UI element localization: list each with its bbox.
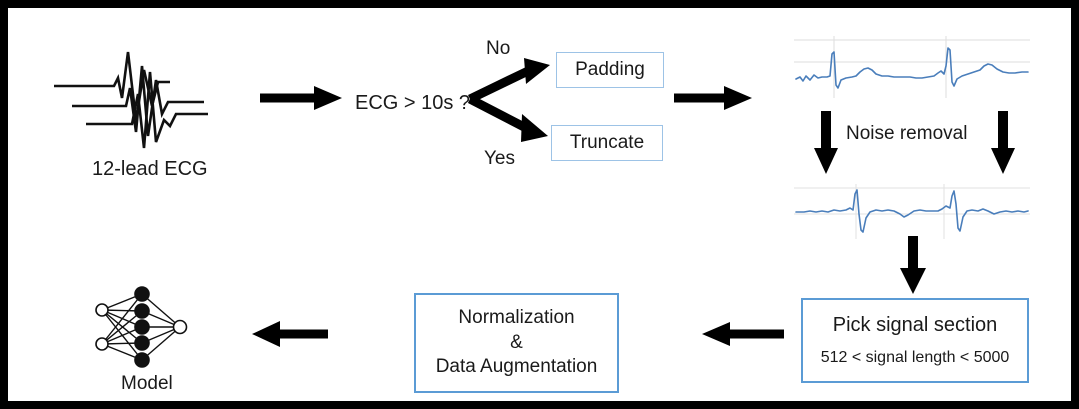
arrow-noise-removal-left: [814, 111, 838, 174]
ecg-signal-noisy-plot: [794, 36, 1030, 98]
input-label: 12-lead ECG: [92, 158, 208, 180]
arrow-input-to-decision: [260, 86, 342, 110]
arrow-decision-to-truncate: [467, 95, 548, 142]
neural-network-icon: [86, 286, 196, 368]
ecg-12lead-icon: [52, 36, 252, 154]
arrow-pick-to-normalization: [702, 322, 784, 346]
ecg-signal-denoised-plot: [794, 184, 1030, 239]
padding-box[interactable]: Padding: [556, 52, 664, 88]
arrow-signal-to-pick: [900, 236, 926, 294]
decision-label: ECG > 10s ?: [355, 92, 471, 114]
normalization-line-3: Data Augmentation: [435, 356, 598, 378]
arrow-normalization-to-model: [252, 321, 328, 347]
arrow-decision-to-padding: [468, 58, 550, 104]
truncate-box-label: Truncate: [569, 132, 645, 153]
normalization-line-2: &: [510, 331, 523, 353]
arrow-noise-removal-right: [991, 111, 1015, 174]
pick-signal-section-box[interactable]: Pick signal section 512 < signal length …: [801, 298, 1029, 383]
normalization-line-1: Normalization: [458, 306, 575, 328]
branch-no-label: No: [486, 38, 511, 59]
arrow-boxes-to-signal: [674, 86, 752, 110]
branch-yes-label: Yes: [484, 148, 515, 169]
truncate-box[interactable]: Truncate: [551, 125, 663, 161]
diagram-stage: 12-lead ECG ECG > 10s ? No Yes Padding T…: [8, 8, 1071, 401]
pick-signal-title: Pick signal section: [832, 314, 998, 336]
noise-removal-label: Noise removal: [846, 123, 968, 144]
padding-box-label: Padding: [575, 59, 645, 80]
model-label: Model: [121, 373, 173, 394]
normalization-box[interactable]: Normalization & Data Augmentation: [414, 293, 619, 393]
pick-signal-condition: 512 < signal length < 5000: [820, 349, 1010, 366]
